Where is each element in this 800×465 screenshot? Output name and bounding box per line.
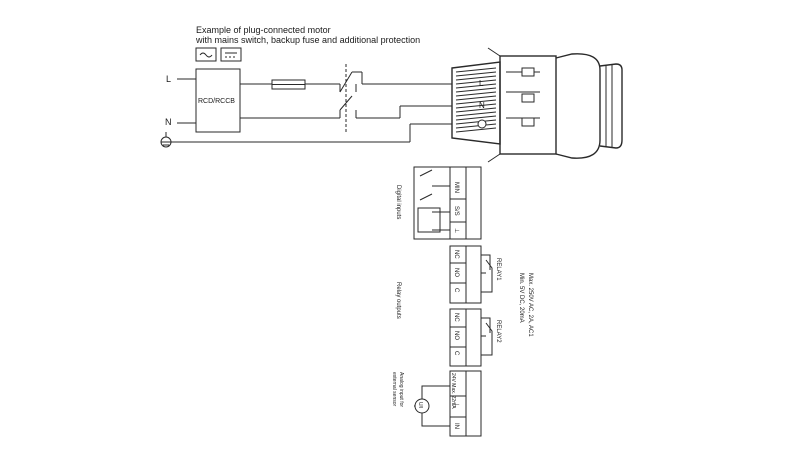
plug-n-label: N	[479, 101, 485, 110]
analog-terminal-24v: 24V Max. 22mA	[450, 373, 456, 409]
relay2-label: RELAY2	[495, 320, 501, 343]
digital-terminal-block: MIN S/S ⊥	[449, 166, 482, 240]
digital-terminal-ss: S/S	[453, 206, 459, 216]
relay2-no: NO	[453, 331, 459, 340]
ground-icon	[160, 136, 172, 148]
plug-l-label: L	[479, 79, 484, 88]
analog-source-icon	[414, 398, 430, 414]
line-l-label: L	[166, 74, 171, 84]
analog-terminal-in: IN	[453, 423, 459, 429]
relay2-terminal-block: NC NO C	[449, 308, 482, 367]
relay1-terminal-block: NC NO C	[449, 245, 482, 304]
line-n-label: N	[165, 117, 172, 127]
rcd-box	[195, 68, 241, 133]
relay2-nc: NC	[453, 313, 459, 322]
relay-rating-1: Max. 250V AC, 2A, AC1	[527, 273, 533, 337]
relay2-contact	[481, 317, 493, 356]
digital-inputs-label: Digital inputs	[395, 185, 401, 219]
rcd-symbol-icon	[195, 47, 217, 62]
digital-terminal-min: MIN	[453, 182, 459, 193]
analog-terminal-block: 24V Max. 22mA ⊥ IN	[449, 370, 482, 437]
plug-connector: L N	[451, 47, 623, 163]
dc-symbol-icon	[220, 47, 242, 62]
digital-terminal-gnd: ⊥	[453, 228, 460, 233]
relay1-c: C	[453, 288, 459, 293]
relay-outputs-label: Relay outputs	[395, 282, 401, 319]
plug-earth-icon	[477, 119, 487, 129]
analog-terminal-gnd: ⊥	[453, 402, 460, 407]
analog-source-label: U/I	[417, 402, 423, 408]
relay1-no: NO	[453, 268, 459, 277]
rcd-label: RCD/RCCB	[198, 98, 235, 105]
mains-switch	[339, 64, 363, 132]
relay1-contact	[481, 254, 493, 293]
relay1-label: RELAY1	[495, 258, 501, 281]
caption-line-1: Example of plug-connected motor	[196, 25, 331, 35]
relay-rating-2: Min. 5V DC, 20mA	[518, 273, 524, 323]
analog-label-1: Analog input for	[398, 372, 404, 407]
analog-label-2: external sensor	[391, 372, 397, 407]
relay1-nc: NC	[453, 250, 459, 259]
relay2-c: C	[453, 351, 459, 356]
caption-line-2: with mains switch, backup fuse and addit…	[195, 35, 420, 45]
